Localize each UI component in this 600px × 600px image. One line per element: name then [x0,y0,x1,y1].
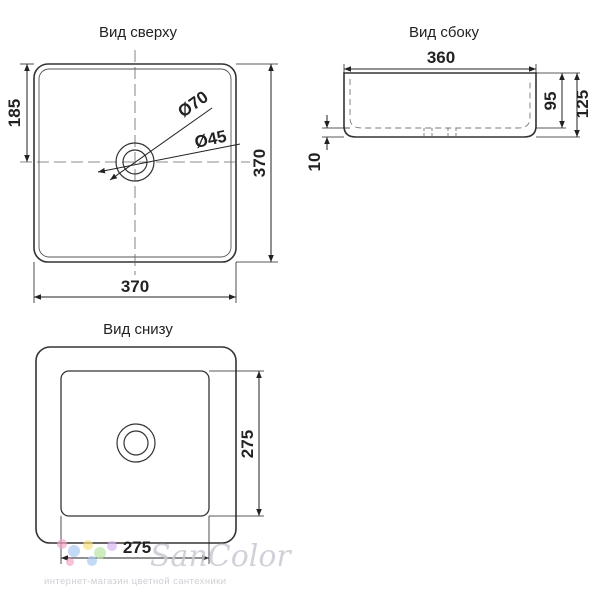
dim-label-95: 95 [541,92,560,111]
dim-label-360: 360 [427,48,455,67]
dim-label-370-horizontal: 370 [121,277,149,296]
watermark-tagline: интернет-магазин цветной сантехники [44,576,226,587]
watermark-dot [66,558,74,566]
inner-diameter-leader [97,143,241,174]
base-foot-outline [60,370,210,517]
watermark-dots [57,539,117,566]
side-view-title: Вид сбоку [409,24,479,41]
base-outer-outline [35,346,237,544]
bottom-view-title: Вид снизу [103,321,173,338]
watermark-dot [83,540,93,550]
side-view: Вид сбоку 360 95 125 10 [305,24,592,171]
dim-label-10: 10 [305,153,324,172]
watermark-dot [57,539,67,549]
basin-hidden-bowl [349,79,531,129]
watermark-dot [87,556,97,566]
outer-diameter-leader [109,107,213,181]
watermark-dot [107,541,117,551]
inner-diameter-label: Ø45 [193,127,228,152]
watermark-logo: SanColor [150,539,292,574]
basin-side-outline [343,72,537,138]
drain-outer-circle [115,142,155,182]
dim-label-275-horizontal: 275 [123,538,151,557]
watermark-dot [94,547,106,559]
dim-label-185: 185 [5,99,24,127]
bottom-view: Вид снизу 275 275 [35,321,264,564]
watermark-dot [68,545,80,557]
dim-label-275-vertical: 275 [238,430,257,458]
drain-inner-circle [123,430,149,456]
dim-label-370-vertical: 370 [250,149,269,177]
top-view-title: Вид сверху [99,24,178,41]
dim-label-125: 125 [573,90,592,118]
outer-diameter-label: Ø70 [174,87,211,121]
top-view: Вид сверху Ø70 Ø45 185 370 370 [5,24,278,303]
watermark: SanColor интернет-магазин цветной сантех… [44,539,292,587]
drain-outer-circle [116,423,156,463]
